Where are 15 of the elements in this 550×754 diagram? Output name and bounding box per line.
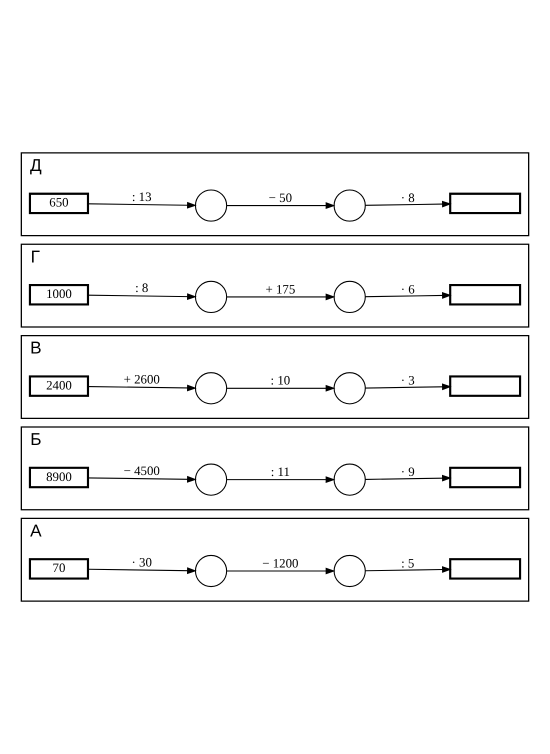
edge-label: : 5 [401,556,414,570]
edge-label: − 1200 [262,556,298,570]
edge-label: + 175 [265,282,296,296]
edge-label: − 4500 [124,464,160,478]
edge-label: · 6 [400,282,415,296]
edge-label: · 8 [400,190,415,205]
edge-label: : 11 [270,464,290,479]
edge-label: : 8 [135,281,148,296]
edge-label: + 2600 [124,372,160,387]
edge-label: · 3 [400,374,415,388]
edge-label: : 13 [132,190,152,204]
edge-label: · 30 [132,555,152,570]
edge-label: : 10 [270,374,290,388]
edge-label: · 9 [400,464,415,479]
edge-label: − 50 [268,190,292,205]
